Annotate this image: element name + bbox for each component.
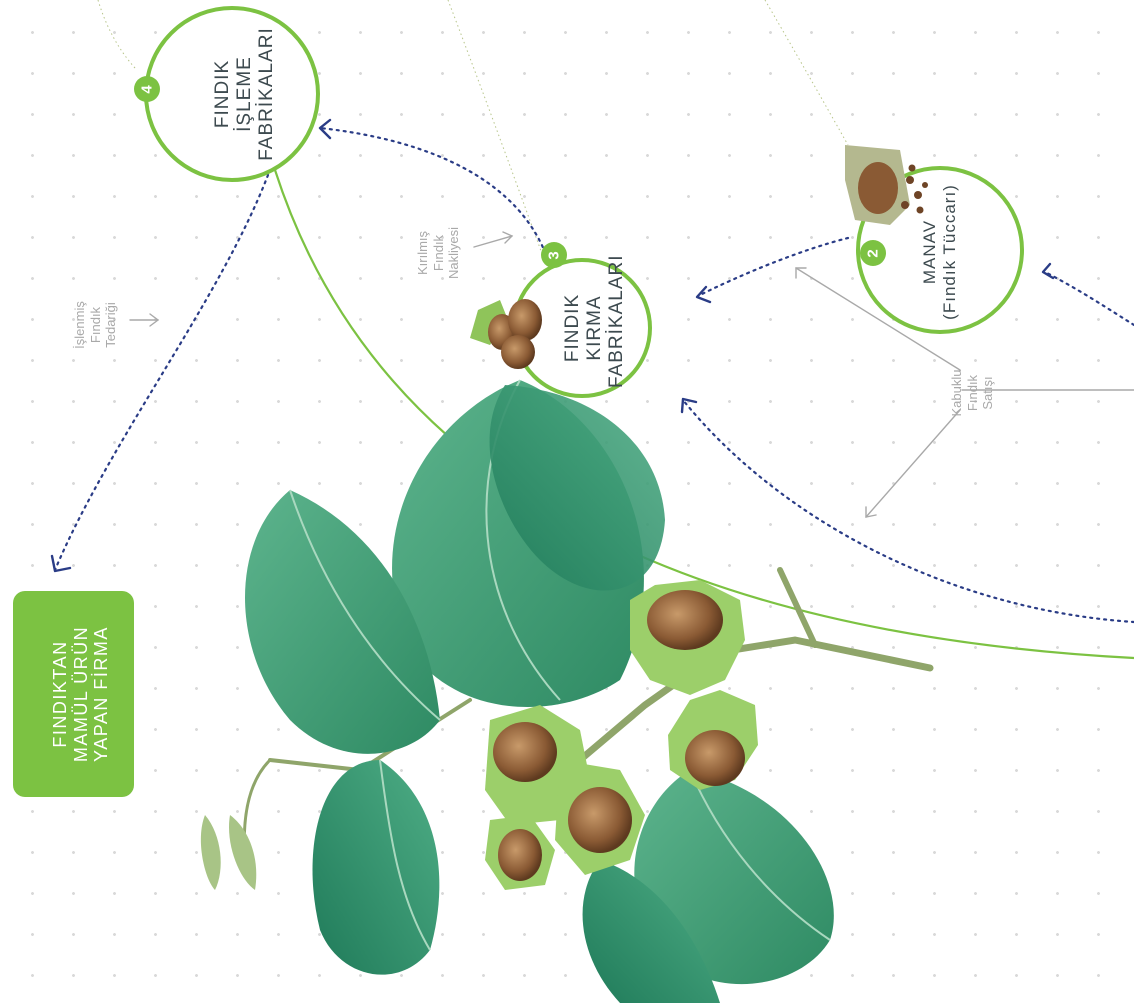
step-badge-2: 2 — [860, 240, 886, 266]
flow-arrow-right-to-kirma — [683, 400, 1134, 622]
leader-line-isleme — [98, 0, 135, 68]
step-badge-4: 4 — [134, 76, 160, 102]
flow-arrow-isleme-to-product — [55, 175, 268, 570]
node-title-manav: MANAV (Fındık Tüccarı) — [920, 182, 960, 322]
flow-arrow-right-to-manav — [1045, 272, 1134, 325]
nut-cluster-middle — [485, 705, 645, 890]
label-kabuklu-findik: Kabuklu Fındık Satışı — [949, 353, 999, 433]
label-kirilmis-findik: Kırılmış Fındık Nakliyesi — [415, 208, 465, 298]
node-title-kirma: FINDIK KIRMA FABRİKALARI — [562, 268, 602, 388]
node-title-isleme: FINDIK İŞLEME FABRİKALARI — [212, 14, 252, 174]
label-islenmis-findik: İşlenmiş Fındık Tedariği — [72, 280, 122, 370]
step-badge-3: 3 — [541, 242, 567, 268]
leader-line-manav — [765, 0, 848, 145]
hazelnut-icon — [470, 299, 542, 369]
hazelnut-branch-illustration — [201, 380, 930, 1003]
nut-cluster-top — [630, 580, 758, 790]
flow-arrow-manav-to-kirma — [698, 238, 848, 296]
product-company-box: FINDIKTAN MAMÜL ÜRÜN YAPAN FİRMA — [13, 591, 134, 797]
product-box-label: FINDIKTAN MAMÜL ÜRÜN YAPAN FİRMA — [50, 594, 96, 794]
